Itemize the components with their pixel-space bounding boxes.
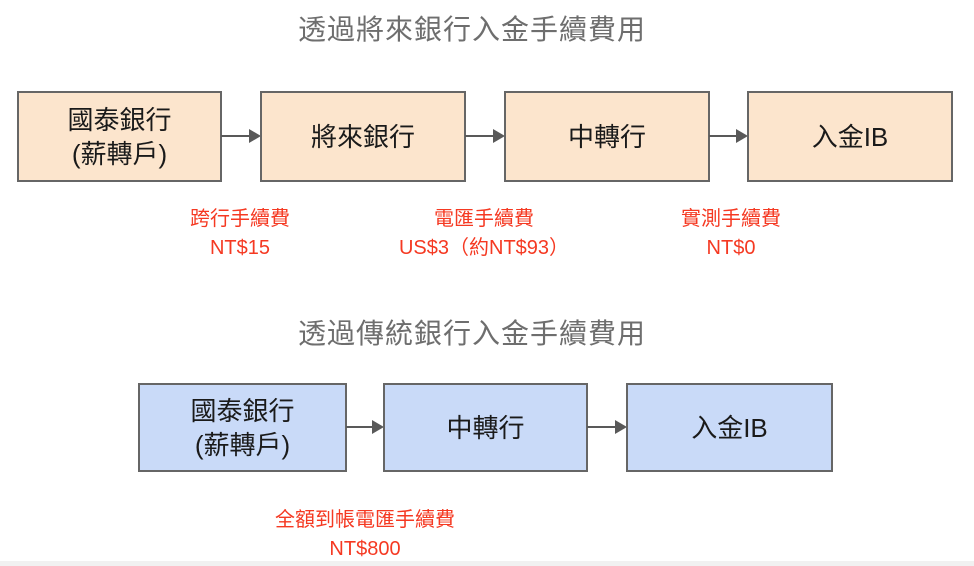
node-label-line2: (薪轉戶) bbox=[194, 429, 291, 460]
fee-amount: NT$800 bbox=[329, 538, 401, 560]
fee-full-amount-wire: 全額到帳電匯手續費 NT$800 bbox=[205, 506, 525, 564]
fee-label: 實測手續費 bbox=[681, 208, 781, 230]
fee-wire-transfer: 電匯手續費 US$3（約NT$93） bbox=[344, 205, 624, 263]
node-label-line1: 入金IB bbox=[811, 121, 889, 152]
fee-label: 全額到帳電匯手續費 bbox=[275, 509, 455, 531]
section2-title: 透過傳統銀行入金手續費用 bbox=[297, 318, 646, 349]
arrow-right-icon bbox=[709, 127, 748, 145]
fee-amount: NT$0 bbox=[706, 237, 756, 259]
node-label-line1: 中轉行 bbox=[446, 412, 525, 443]
bottom-edge-strip bbox=[0, 561, 974, 566]
arrow-shaft bbox=[465, 135, 496, 137]
arrow-head bbox=[736, 129, 748, 143]
arrow-head bbox=[615, 420, 627, 434]
arrow-right-icon bbox=[221, 127, 261, 145]
arrow-shaft bbox=[221, 135, 252, 137]
arrow-right-icon bbox=[346, 418, 384, 436]
node-label-line1: 國泰銀行 bbox=[67, 104, 172, 135]
fee-label: 電匯手續費 bbox=[434, 208, 534, 230]
node-label-line1: 國泰銀行 bbox=[190, 395, 295, 426]
fee-measured: 實測手續費 NT$0 bbox=[601, 205, 861, 263]
node-label-line2: (薪轉戶) bbox=[71, 138, 168, 169]
fee-amount: US$3（約NT$93） bbox=[398, 237, 570, 259]
arrow-shaft bbox=[709, 135, 739, 137]
fee-label: 跨行手續費 bbox=[190, 208, 290, 230]
node-deposit-ib: 入金IB bbox=[747, 91, 953, 182]
node-label-line1: 入金IB bbox=[691, 412, 768, 443]
arrow-right-icon bbox=[587, 418, 627, 436]
arrow-shaft bbox=[346, 426, 375, 428]
arrow-head bbox=[493, 129, 505, 143]
arrow-right-icon bbox=[465, 127, 505, 145]
node-intermediary-bank: 中轉行 bbox=[504, 91, 710, 182]
node-cathay-bank-salary-account-2: 國泰銀行 (薪轉戶) bbox=[138, 383, 347, 472]
node-label-line1: 中轉行 bbox=[567, 121, 646, 152]
fee-amount: NT$15 bbox=[209, 237, 271, 259]
section1-title: 透過將來銀行入金手續費用 bbox=[297, 14, 646, 45]
arrow-head bbox=[249, 129, 261, 143]
arrow-shaft bbox=[587, 426, 618, 428]
node-intermediary-bank-2: 中轉行 bbox=[383, 383, 588, 472]
node-label-line1: 將來銀行 bbox=[310, 121, 415, 152]
node-deposit-ib-2: 入金IB bbox=[626, 383, 833, 472]
node-next-bank: 將來銀行 bbox=[260, 91, 466, 182]
arrow-head bbox=[372, 420, 384, 434]
node-cathay-bank-salary-account: 國泰銀行 (薪轉戶) bbox=[17, 91, 222, 182]
fee-interbank-transfer: 跨行手續費 NT$15 bbox=[110, 205, 370, 263]
